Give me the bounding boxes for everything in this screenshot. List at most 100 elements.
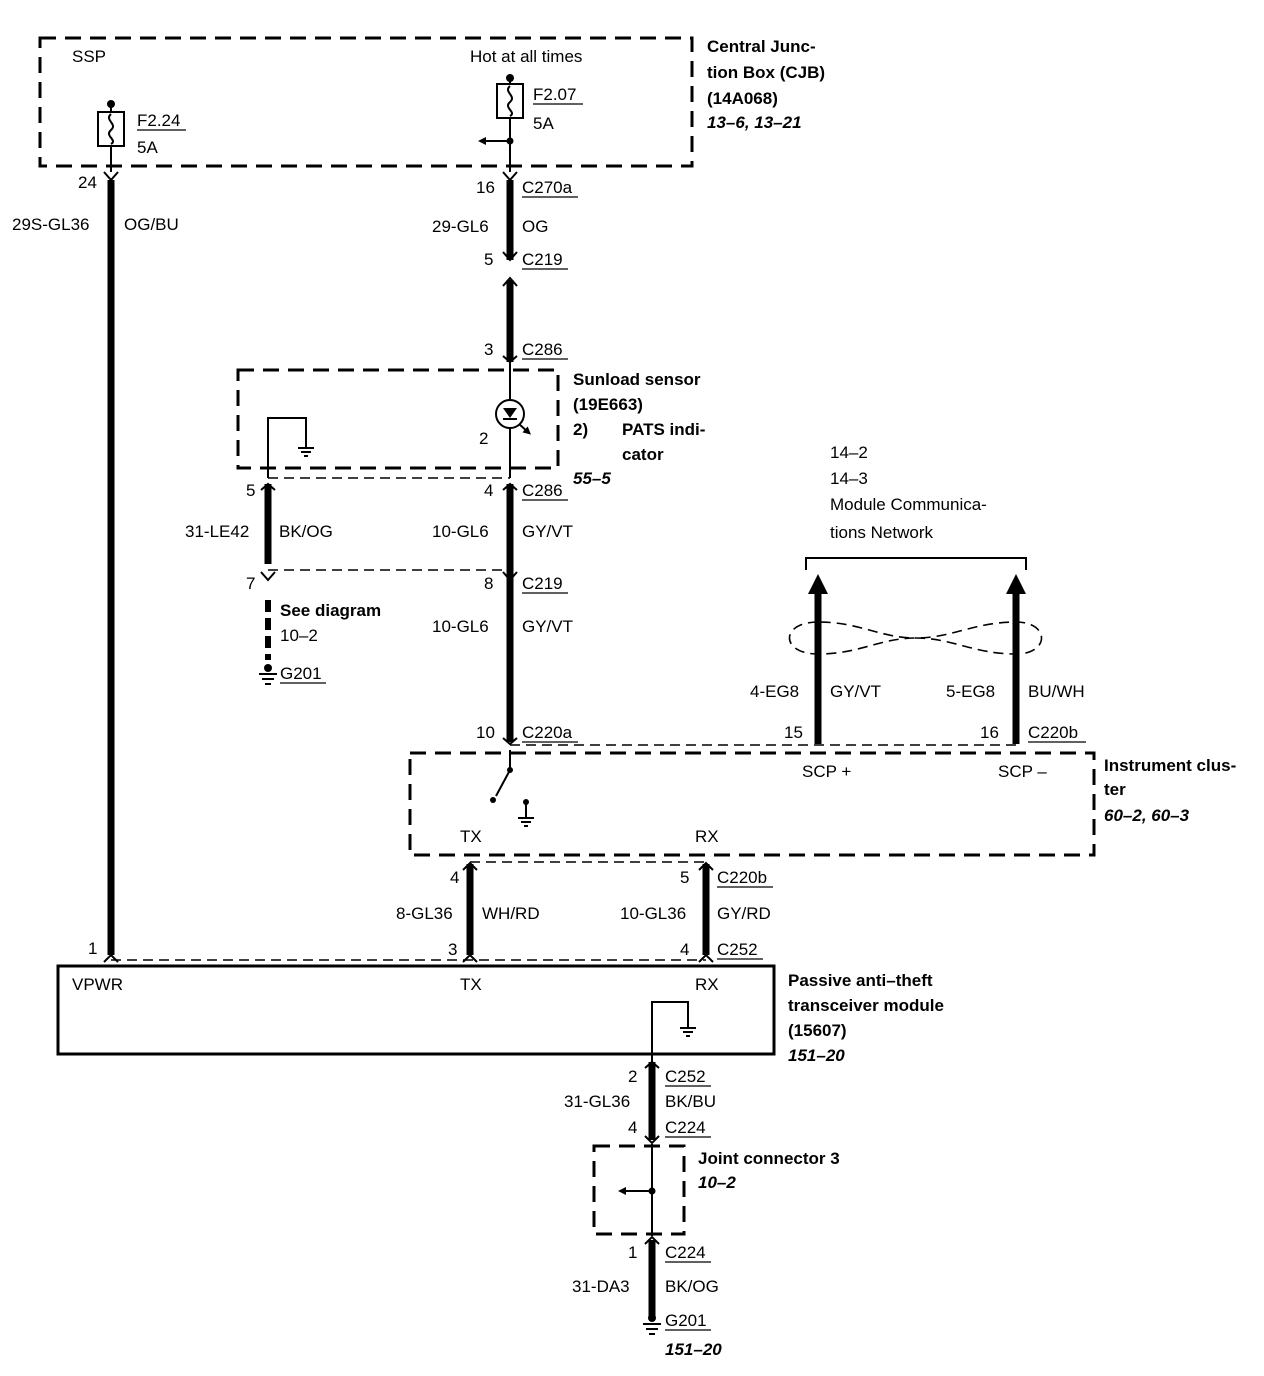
- fuse2-id: F2.07: [533, 85, 576, 104]
- pats-module: VPWR TX RX Passive anti–theft transceive…: [56, 964, 944, 1065]
- fuse2-amp: 5A: [533, 114, 554, 133]
- sunload-sensor: 2 Sunload sensor (19E663) 2) PATS indi- …: [236, 368, 705, 488]
- sunload-pin-2: 2: [479, 429, 488, 448]
- tx-rx-wires: 4 8-GL36 WH/RD 3 5 C220b 10-GL36 GY/RD 4…: [111, 861, 773, 963]
- central-junction-box: SSP Hot at all times Central Junc- tion …: [38, 36, 825, 172]
- bottom-pin-2: 2: [628, 1067, 637, 1086]
- connector-c219-top: C219: [522, 250, 563, 269]
- ground-ref-bottom: 151–20: [665, 1340, 722, 1359]
- cjb-title-line1: Central Junc-: [707, 37, 816, 56]
- ground-icon: [651, 1001, 696, 1062]
- cluster-rx-label: RX: [695, 827, 719, 846]
- sunload-note-1: PATS indi-: [622, 420, 705, 439]
- pin-10: 10: [476, 723, 495, 742]
- sunload-title-2: (19E663): [573, 395, 643, 414]
- network-left-circuit: 4-EG8: [750, 682, 799, 701]
- connector-c224-bottom: C224: [665, 1243, 706, 1262]
- cluster-ref: 60–2, 60–3: [1104, 806, 1190, 825]
- connector-c224-top: C224: [665, 1118, 706, 1137]
- bottom-pin-1: 1: [628, 1243, 637, 1262]
- network-pin-16: 16: [980, 723, 999, 742]
- ground-icon: [259, 664, 277, 685]
- sunload-title-1: Sunload sensor: [573, 370, 701, 389]
- branch-circuit: 31-LE42: [185, 522, 249, 541]
- branch-color: BK/OG: [279, 522, 333, 541]
- ground-icon: [643, 1314, 661, 1335]
- pats-vpwr-label: VPWR: [72, 975, 123, 994]
- module-communications-network: 14–2 14–3 Module Communica- tions Networ…: [510, 443, 1086, 746]
- switch-icon: [490, 750, 513, 803]
- see-diagram-ref: 10–2: [280, 626, 318, 645]
- rx-pin-4: 4: [680, 940, 689, 959]
- pin-8: 8: [484, 574, 493, 593]
- sunload-note-num: 2): [573, 420, 588, 439]
- network-left-color: GY/VT: [830, 682, 881, 701]
- network-title-2: tions Network: [830, 523, 933, 542]
- connector-c220b-rx: C220b: [717, 868, 767, 887]
- cluster-title-2: ter: [1104, 780, 1126, 799]
- pats-title-2: transceiver module: [788, 996, 944, 1015]
- vpwr-wire: 24 29S-GL36 OG/BU 1: [12, 171, 179, 963]
- see-diagram-label: See diagram: [280, 601, 381, 620]
- joint-connector-title: Joint connector 3: [698, 1149, 840, 1168]
- cjb-title-line2: tion Box (CJB): [707, 63, 825, 82]
- pats-tx-label: TX: [460, 975, 482, 994]
- pats-title-1: Passive anti–theft: [788, 971, 933, 990]
- ground-icon: [267, 417, 314, 478]
- bottom-circuit-2: 31-DA3: [572, 1277, 630, 1296]
- network-ref-1: 14–2: [830, 443, 868, 462]
- connector-c286-top: C286: [522, 340, 563, 359]
- scp-minus-label: SCP –: [998, 762, 1047, 781]
- pats-rx-label: RX: [695, 975, 719, 994]
- connector-c220b-network: C220b: [1028, 723, 1078, 742]
- pats-title-3: (15607): [788, 1021, 847, 1040]
- center-color-3: GY/VT: [522, 617, 573, 636]
- center-wire: 16 C270a 29-GL6 OG 5 C219 3 C286 4 C286 …: [432, 171, 578, 746]
- center-color-1: OG: [522, 217, 548, 236]
- joint-connector-box: [592, 1144, 686, 1236]
- ground-g201-top: G201: [280, 664, 322, 683]
- network-pin-15: 15: [784, 723, 803, 742]
- rx-circuit: 10-GL36: [620, 904, 686, 923]
- bottom-color-1: BK/BU: [665, 1092, 716, 1111]
- network-right-color: BU/WH: [1028, 682, 1085, 701]
- pin-4-center: 4: [484, 481, 493, 500]
- sunload-note-2: cator: [622, 445, 664, 464]
- connector-c270a: C270a: [522, 178, 573, 197]
- pin-3: 3: [484, 340, 493, 359]
- led-icon: [495, 399, 531, 435]
- connector-c252-rx: C252: [717, 940, 758, 959]
- bottom-circuit-1: 31-GL36: [564, 1092, 630, 1111]
- rx-pin-5: 5: [680, 868, 689, 887]
- cluster-tx-label: TX: [460, 827, 482, 846]
- network-right-circuit: 5-EG8: [946, 682, 995, 701]
- network-ref-2: 14–3: [830, 469, 868, 488]
- branch-pin-5: 5: [246, 481, 255, 500]
- hot-at-all-times-label: Hot at all times: [470, 47, 582, 66]
- rx-color: GY/RD: [717, 904, 771, 923]
- ground-icon: [518, 799, 534, 827]
- connector-c219-bottom: C219: [522, 574, 563, 593]
- bottom-color-2: BK/OG: [665, 1277, 719, 1296]
- tx-pin-4: 4: [450, 868, 459, 887]
- left-pin-1: 1: [88, 939, 97, 958]
- ssp-label: SSP: [72, 47, 106, 66]
- tx-pin-3: 3: [448, 940, 457, 959]
- connector-c286-bottom: C286: [522, 481, 563, 500]
- left-wire-color: OG/BU: [124, 215, 179, 234]
- cjb-title-line3: (14A068): [707, 89, 778, 108]
- pats-ref: 151–20: [788, 1046, 845, 1065]
- center-color-2: GY/VT: [522, 522, 573, 541]
- instrument-cluster: SCP + SCP – Instrument clus- ter 60–2, 6…: [408, 750, 1236, 857]
- ground-branch: 5 31-LE42 BK/OG 7 See diagram 10–2 G201: [185, 477, 510, 685]
- cjb-ref: 13–6, 13–21: [707, 113, 802, 132]
- joint-connector-ref: 10–2: [698, 1173, 736, 1192]
- tx-circuit: 8-GL36: [396, 904, 453, 923]
- connector-c252-bottom: C252: [665, 1067, 706, 1086]
- fuse1-amp: 5A: [137, 138, 158, 157]
- branch-pin-7: 7: [246, 574, 255, 593]
- pin-5: 5: [484, 250, 493, 269]
- connector-c220a: C220a: [522, 723, 573, 742]
- ground-circuit: 2 C252 31-GL36 BK/BU 4 C224 Joint connec…: [564, 1060, 840, 1359]
